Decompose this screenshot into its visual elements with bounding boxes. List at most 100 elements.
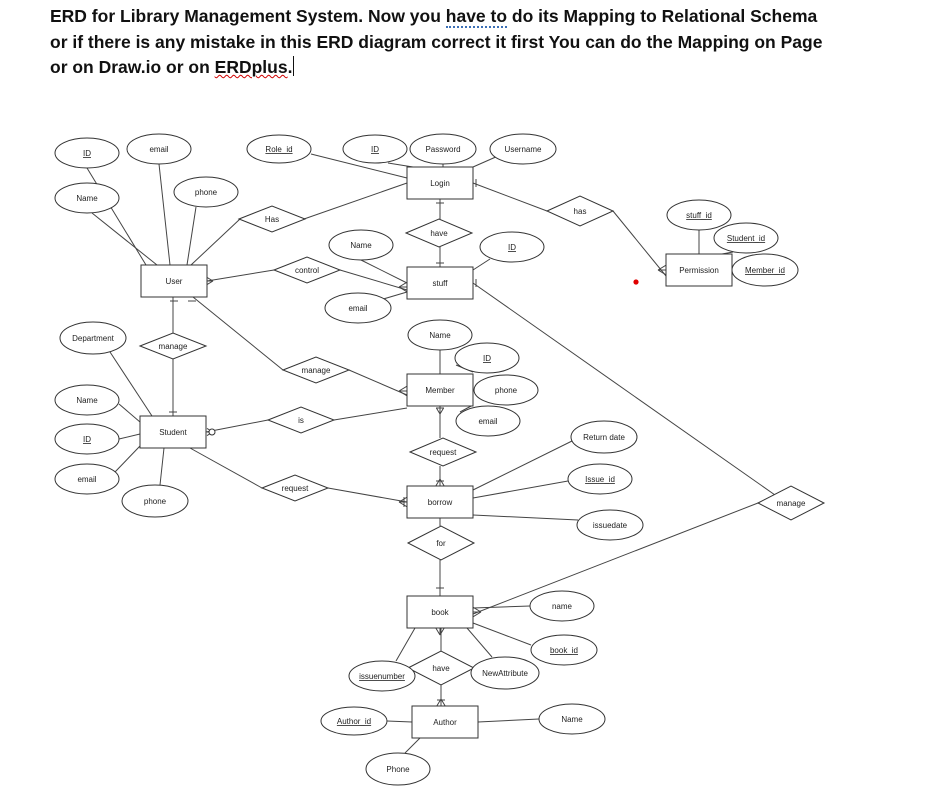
attribute-label-perm_member: Member_id xyxy=(745,266,785,275)
attribute-label-book_name: name xyxy=(552,602,573,611)
entity-label-login: Login xyxy=(430,179,450,188)
attribute-ellipse-mem_phone[interactable] xyxy=(473,374,539,406)
connector-line xyxy=(472,440,573,491)
attribute-ellipse-login_pw[interactable] xyxy=(409,133,477,165)
entity-box-stuff[interactable] xyxy=(406,266,474,300)
crows-foot-mark xyxy=(435,407,445,415)
attribute-ellipse-mem_id[interactable] xyxy=(454,342,520,374)
entity-box-login[interactable] xyxy=(406,166,474,200)
attribute-ellipse-login_role[interactable] xyxy=(246,134,312,164)
attribute-ellipse-bor_return[interactable] xyxy=(570,420,638,454)
attribute-ellipse-book_newattr[interactable] xyxy=(470,656,540,690)
attribute-ellipse-stu_id[interactable] xyxy=(54,423,120,455)
attribute-label-stu_name: Name xyxy=(76,396,98,405)
attribute-ellipse-stuff_email[interactable] xyxy=(324,292,392,324)
connector-line xyxy=(186,206,197,266)
relationship-label-r_for: for xyxy=(436,539,446,548)
text-line-2: or if there is any mistake in this ERD d… xyxy=(50,31,823,52)
relationship-label-r_has_perm: has xyxy=(574,207,587,216)
attribute-label-perm_student: Student_id xyxy=(727,234,765,243)
connector-line xyxy=(466,627,493,658)
connector-line xyxy=(303,182,408,220)
crows-foot-mark xyxy=(398,496,408,508)
connector-line xyxy=(118,433,141,440)
entity-label-user: User xyxy=(166,277,183,286)
attribute-ellipse-auth_id[interactable] xyxy=(320,706,388,736)
entity-box-book[interactable] xyxy=(406,595,474,629)
connector-line xyxy=(472,514,579,521)
attribute-ellipse-book_issuenum[interactable] xyxy=(348,660,416,692)
entity-box-permission[interactable] xyxy=(665,253,733,287)
relationship-diamond-r_has_user[interactable] xyxy=(237,205,307,233)
connector-line xyxy=(327,487,408,503)
text-line-3: or on Draw.io or on ERDplus. xyxy=(50,56,295,77)
attribute-ellipse-login_user[interactable] xyxy=(489,133,557,165)
relationship-label-r_control: control xyxy=(295,266,319,275)
attribute-ellipse-stu_dept[interactable] xyxy=(59,321,127,355)
attribute-ellipse-stuff_name[interactable] xyxy=(328,229,394,261)
text-line-1: ERD for Library Management System. Now y… xyxy=(50,6,818,28)
relationship-diamond-r_for[interactable] xyxy=(406,525,476,561)
entity-box-user[interactable] xyxy=(140,264,208,298)
cardinality-marks xyxy=(169,179,667,707)
relationship-diamond-r_manage_book[interactable] xyxy=(756,485,826,521)
entity-box-member[interactable] xyxy=(406,373,474,407)
relationship-diamond-r_request2[interactable] xyxy=(260,474,330,502)
entity-label-student: Student xyxy=(159,428,187,437)
connector-line xyxy=(472,502,759,615)
connector-line xyxy=(205,419,269,433)
relationship-diamond-r_manage_member[interactable] xyxy=(281,356,351,384)
relationship-label-r_is: is xyxy=(298,416,304,425)
relationship-diamond-r_manage_user[interactable] xyxy=(138,332,208,360)
relationship-label-r_have_login: have xyxy=(430,229,448,238)
attribute-ellipse-mem_name[interactable] xyxy=(407,319,473,351)
attribute-ellipse-stu_name[interactable] xyxy=(54,384,120,416)
attribute-ellipse-book_name[interactable] xyxy=(529,590,595,622)
attribute-ellipse-user_phone[interactable] xyxy=(173,176,239,208)
attribute-ellipse-user_email[interactable] xyxy=(126,133,192,165)
attribute-ellipse-stu_email[interactable] xyxy=(54,463,120,495)
relationship-diamond-r_request1[interactable] xyxy=(408,437,478,467)
crows-foot-mark xyxy=(435,627,445,636)
entity-box-borrow[interactable] xyxy=(406,485,474,519)
attribute-ellipse-user_name[interactable] xyxy=(54,182,120,214)
connector-line xyxy=(91,212,158,266)
connector-line xyxy=(192,296,284,371)
attribute-ellipse-stuff_id[interactable] xyxy=(479,231,545,263)
relationship-diamond-r_has_perm[interactable] xyxy=(545,195,615,227)
entity-box-student[interactable] xyxy=(139,415,207,449)
relationship-diamond-r_control[interactable] xyxy=(272,256,342,284)
entity-label-permission: Permission xyxy=(679,266,719,275)
attribute-ellipse-mem_email[interactable] xyxy=(455,405,521,437)
attribute-ellipse-book_id[interactable] xyxy=(530,634,598,666)
connector-line xyxy=(310,153,408,179)
connector-line xyxy=(386,720,413,723)
document-text[interactable]: ERD for Library Management System. Now y… xyxy=(50,4,910,81)
attribute-label-mem_phone: phone xyxy=(495,386,518,395)
attribute-ellipse-stu_phone[interactable] xyxy=(121,484,189,518)
crows-foot-mark xyxy=(472,606,482,618)
attribute-ellipse-login_id[interactable] xyxy=(342,134,408,164)
attribute-ellipse-perm_student[interactable] xyxy=(713,222,779,254)
attribute-ellipse-bor_issue[interactable] xyxy=(567,463,633,495)
attribute-ellipse-perm_member[interactable] xyxy=(731,253,799,287)
attribute-ellipse-auth_phone[interactable] xyxy=(365,752,431,786)
connector-line xyxy=(348,369,408,396)
attribute-label-login_role: Role_id xyxy=(265,145,292,154)
entity-box-author[interactable] xyxy=(411,705,479,739)
attribute-ellipse-auth_name[interactable] xyxy=(538,703,606,735)
connector-line xyxy=(472,282,776,496)
relationship-diamond-r_have_login[interactable] xyxy=(404,218,474,248)
relationship-diamond-r_is[interactable] xyxy=(266,406,336,434)
connector-line xyxy=(612,210,667,277)
attribute-ellipse-user_id[interactable] xyxy=(54,137,120,169)
crows-foot-mark xyxy=(657,264,667,276)
attribute-label-stu_id: ID xyxy=(83,435,91,444)
attribute-ellipse-perm_stuff[interactable] xyxy=(666,199,732,231)
selection-handle-icon[interactable] xyxy=(633,279,639,285)
attribute-label-login_id: ID xyxy=(371,145,379,154)
attribute-ellipse-bor_issuedate[interactable] xyxy=(576,509,644,541)
attribute-label-stu_dept: Department xyxy=(72,334,115,343)
attribute-label-book_id: book_id xyxy=(550,646,578,655)
crows-foot-mark xyxy=(435,478,445,487)
